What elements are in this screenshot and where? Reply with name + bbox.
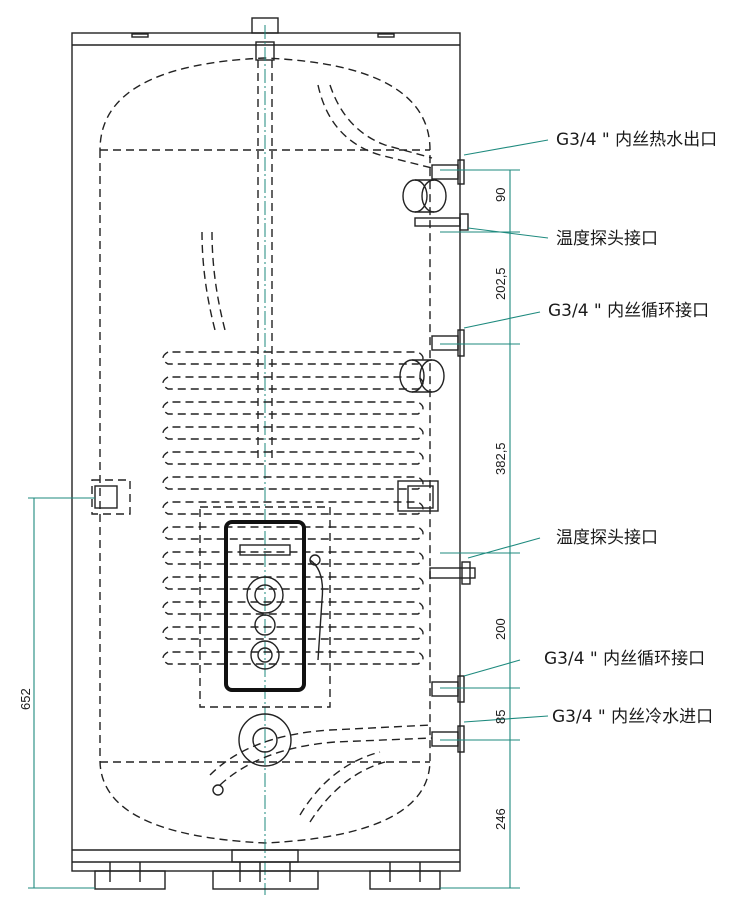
inner-vessel <box>99 57 431 844</box>
cold-inlet-pipe <box>209 724 433 823</box>
connector-circ-lower <box>431 675 465 703</box>
connector-inlet <box>431 725 465 753</box>
coil-loop <box>162 626 424 640</box>
label-probe-upper: 温度探头接口 <box>556 229 658 249</box>
coil-loop <box>162 476 424 490</box>
dim-202-5: 202,5 <box>493 267 508 300</box>
coil-loop <box>162 601 424 615</box>
hot-outlet-pipe <box>317 84 433 169</box>
label-circ-upper: G3/4 " 内丝循环接口 <box>548 301 709 321</box>
coil-loop <box>162 401 424 415</box>
coil-loop <box>162 451 424 465</box>
dim-200: 200 <box>493 618 508 640</box>
dip-tube <box>257 60 273 460</box>
control-panel <box>199 506 331 708</box>
coil-loop <box>162 651 424 665</box>
feet <box>94 849 441 890</box>
coil-loop <box>162 526 424 540</box>
dimension-lines <box>28 169 520 889</box>
coil-loop <box>162 426 424 440</box>
middle-flange <box>399 359 445 393</box>
connector-probe-upper <box>414 213 469 231</box>
tank-body <box>71 17 461 872</box>
leader-lines <box>463 139 549 723</box>
dim-90: 90 <box>493 188 508 202</box>
label-probe-lower: 温度探头接口 <box>556 528 658 548</box>
anode-rod <box>201 231 226 331</box>
coil-loop <box>162 351 424 365</box>
left-sensor-box <box>91 479 131 515</box>
dim-85: 85 <box>493 710 508 724</box>
dim-246: 246 <box>493 808 508 830</box>
coil-loop <box>162 501 424 515</box>
coil-loop <box>162 551 424 565</box>
dim-652: 652 <box>18 688 33 710</box>
connector-probe-lower <box>429 561 476 585</box>
connector-outlet <box>431 159 465 185</box>
label-circ-lower: G3/4 " 内丝循环接口 <box>544 649 705 669</box>
heating-coil <box>162 351 424 665</box>
bottom-flange <box>238 713 292 767</box>
coil-loop <box>162 376 424 390</box>
label-hot-outlet: G3/4 " 内丝热水出口 <box>556 130 717 150</box>
dim-382-5: 382,5 <box>493 442 508 475</box>
coil-loop <box>162 576 424 590</box>
upper-flange <box>402 179 447 213</box>
label-cold-inlet: G3/4 " 内丝冷水进口 <box>552 707 713 727</box>
right-sensor-box <box>397 480 439 512</box>
connector-circ-upper <box>431 329 465 357</box>
